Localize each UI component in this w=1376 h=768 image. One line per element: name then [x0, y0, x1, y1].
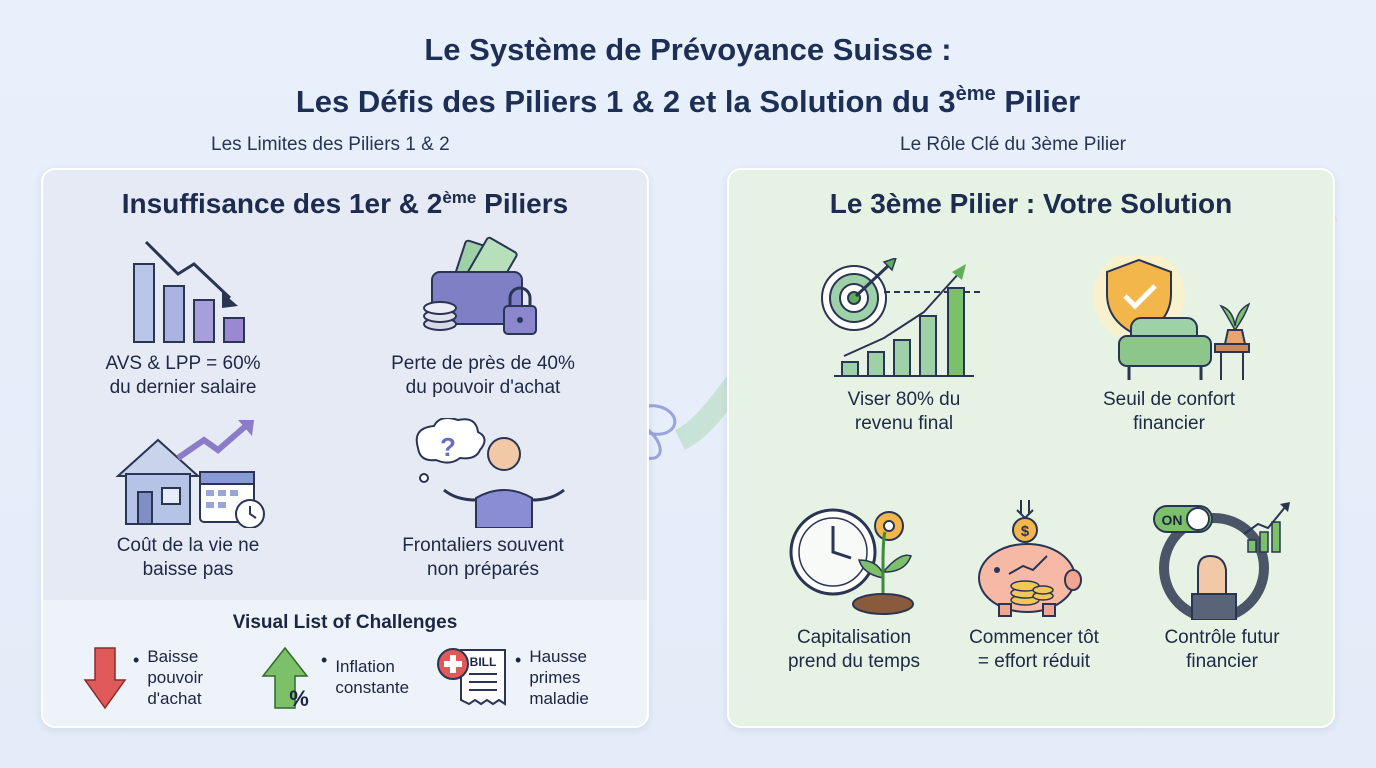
caption-line: Coût de la vie ne: [116, 535, 260, 556]
challenge-inflation: % • Inflation constante: [261, 646, 409, 710]
challenge-health-premiums: BILL • Hausse primes maladie: [435, 646, 589, 710]
challenges-list: Visual List of Challenges • Baisse pouvoi…: [43, 600, 647, 726]
challenge-line: pouvoir: [147, 668, 204, 687]
challenge-purchasing-power-text: Baisse pouvoir d'achat: [147, 646, 203, 709]
item-comfort-threshold-caption: Seuil de confort financier: [1059, 388, 1279, 436]
bullet: •: [321, 650, 328, 670]
title-line-2-end: Pilier: [995, 84, 1081, 119]
item-avs-lpp: AVS & LPP = 60% du dernier salaire: [83, 236, 283, 400]
challenge-inflation-text: Inflation constante: [335, 656, 409, 698]
item-purchasing-power: Perte de près de 40% du pouvoir d'achat: [373, 236, 593, 400]
left-title-sup: ème: [442, 188, 477, 207]
inflation-up-arrow-icon: %: [261, 646, 309, 710]
caption-line: Commencer tôt: [969, 627, 1099, 648]
page-title: Le Système de Prévoyance Suisse : Les Dé…: [0, 28, 1376, 124]
caption-line: du pouvoir d'achat: [405, 377, 561, 398]
right-panel: Le 3ème Pilier : Votre Solution Viser 80…: [727, 168, 1335, 728]
house-rising-cost-icon: [115, 420, 265, 528]
left-section-label: Les Limites des Piliers 1 & 2: [211, 134, 450, 155]
item-financial-control-caption: Contrôle futur financier: [1129, 626, 1315, 674]
caption-line: financier: [1186, 651, 1258, 672]
caption-line: = effort réduit: [977, 651, 1091, 672]
caption-line: Viser 80% du: [847, 389, 961, 410]
caption-line: Contrôle futur: [1164, 627, 1280, 648]
item-capitalisation-caption: Capitalisation prend du temps: [759, 626, 949, 674]
toggle-on-label: ON: [1162, 512, 1183, 528]
left-title-main: Insuffisance des 1er & 2: [121, 188, 443, 219]
caption-line: du dernier salaire: [109, 377, 257, 398]
challenge-line: constante: [335, 678, 410, 697]
challenge-line: Inflation: [335, 657, 395, 676]
item-cross-border: ? Frontaliers souvent non préparés: [373, 418, 593, 582]
item-target-80: Viser 80% du revenu final: [809, 258, 999, 436]
right-panel-title: Le 3ème Pilier : Votre Solution: [829, 188, 1233, 219]
item-financial-control: ON Contrôle futur financier: [1129, 500, 1315, 674]
challenge-line: primes: [529, 668, 581, 687]
caption-line: non préparés: [427, 559, 539, 580]
challenge-purchasing-power: • Baisse pouvoir d'achat: [83, 646, 203, 710]
down-arrow-icon: [83, 647, 127, 710]
title-line-2: Les Défis des Piliers 1 & 2 et la Soluti…: [0, 72, 1376, 124]
clock-plant-icon: [789, 508, 914, 615]
item-purchasing-power-caption: Perte de près de 40% du pouvoir d'achat: [373, 352, 593, 400]
svg-text:%: %: [289, 686, 309, 710]
caption-line: baisse pas: [142, 559, 234, 580]
caption-line: financier: [1133, 413, 1205, 434]
left-title-end: Piliers: [476, 188, 569, 219]
title-line-1: Le Système de Prévoyance Suisse :: [424, 32, 952, 67]
locked-wallet-icon: [423, 236, 537, 335]
title-line-2-sup: ème: [955, 83, 996, 105]
item-start-early-caption: Commencer tôt = effort réduit: [944, 626, 1124, 674]
caption-line: Perte de près de 40%: [391, 353, 575, 374]
bill-label: BILL: [470, 655, 497, 669]
challenge-line: maladie: [529, 689, 589, 708]
confused-person-icon: ?: [415, 418, 565, 528]
item-target-80-caption: Viser 80% du revenu final: [809, 388, 999, 436]
challenges-title: Visual List of Challenges: [232, 612, 458, 633]
item-comfort-threshold: Seuil de confort financier: [1059, 256, 1279, 436]
item-avs-lpp-caption: AVS & LPP = 60% du dernier salaire: [83, 352, 283, 400]
caption-line: prend du temps: [787, 651, 921, 672]
caption-line: revenu final: [854, 413, 954, 434]
steering-wheel-icon: ON: [1153, 502, 1290, 620]
caption-line: AVS & LPP = 60%: [105, 353, 261, 374]
shield-armchair-icon: [1093, 256, 1251, 380]
declining-bar-chart-icon: [133, 240, 245, 343]
challenge-line: Baisse: [147, 647, 199, 666]
challenge-line: d'achat: [147, 689, 202, 708]
piggy-bank-icon: $: [978, 500, 1082, 617]
item-cross-border-caption: Frontaliers souvent non préparés: [373, 534, 593, 582]
challenge-health-premiums-text: Hausse primes maladie: [529, 646, 589, 709]
caption-line: Frontaliers souvent: [402, 535, 564, 556]
bullet: •: [133, 650, 140, 670]
left-panel-title: Insuffisance des 1er & 2ème Piliers: [43, 188, 647, 220]
title-line-2-main: Les Défis des Piliers 1 & 2 et la Soluti…: [295, 84, 956, 119]
caption-line: Seuil de confort: [1102, 389, 1236, 410]
item-start-early: $ Commencer tôt = effort réduit: [944, 500, 1124, 674]
item-capitalisation: Capitalisation prend du temps: [759, 500, 949, 674]
item-cost-of-living: Coût de la vie ne baisse pas: [83, 418, 293, 582]
target-growth-chart-icon: [821, 258, 984, 377]
item-cost-of-living-caption: Coût de la vie ne baisse pas: [83, 534, 293, 582]
svg-text:?: ?: [440, 432, 456, 462]
bullet: •: [515, 650, 522, 670]
right-section-label: Le Rôle Clé du 3ème Pilier: [900, 134, 1127, 155]
challenge-line: Hausse: [529, 647, 587, 666]
medical-bill-icon: BILL: [437, 648, 506, 706]
left-panel: Insuffisance des 1er & 2ème Piliers AVS …: [41, 168, 649, 728]
svg-text:$: $: [1021, 523, 1030, 540]
caption-line: Capitalisation: [796, 627, 912, 648]
